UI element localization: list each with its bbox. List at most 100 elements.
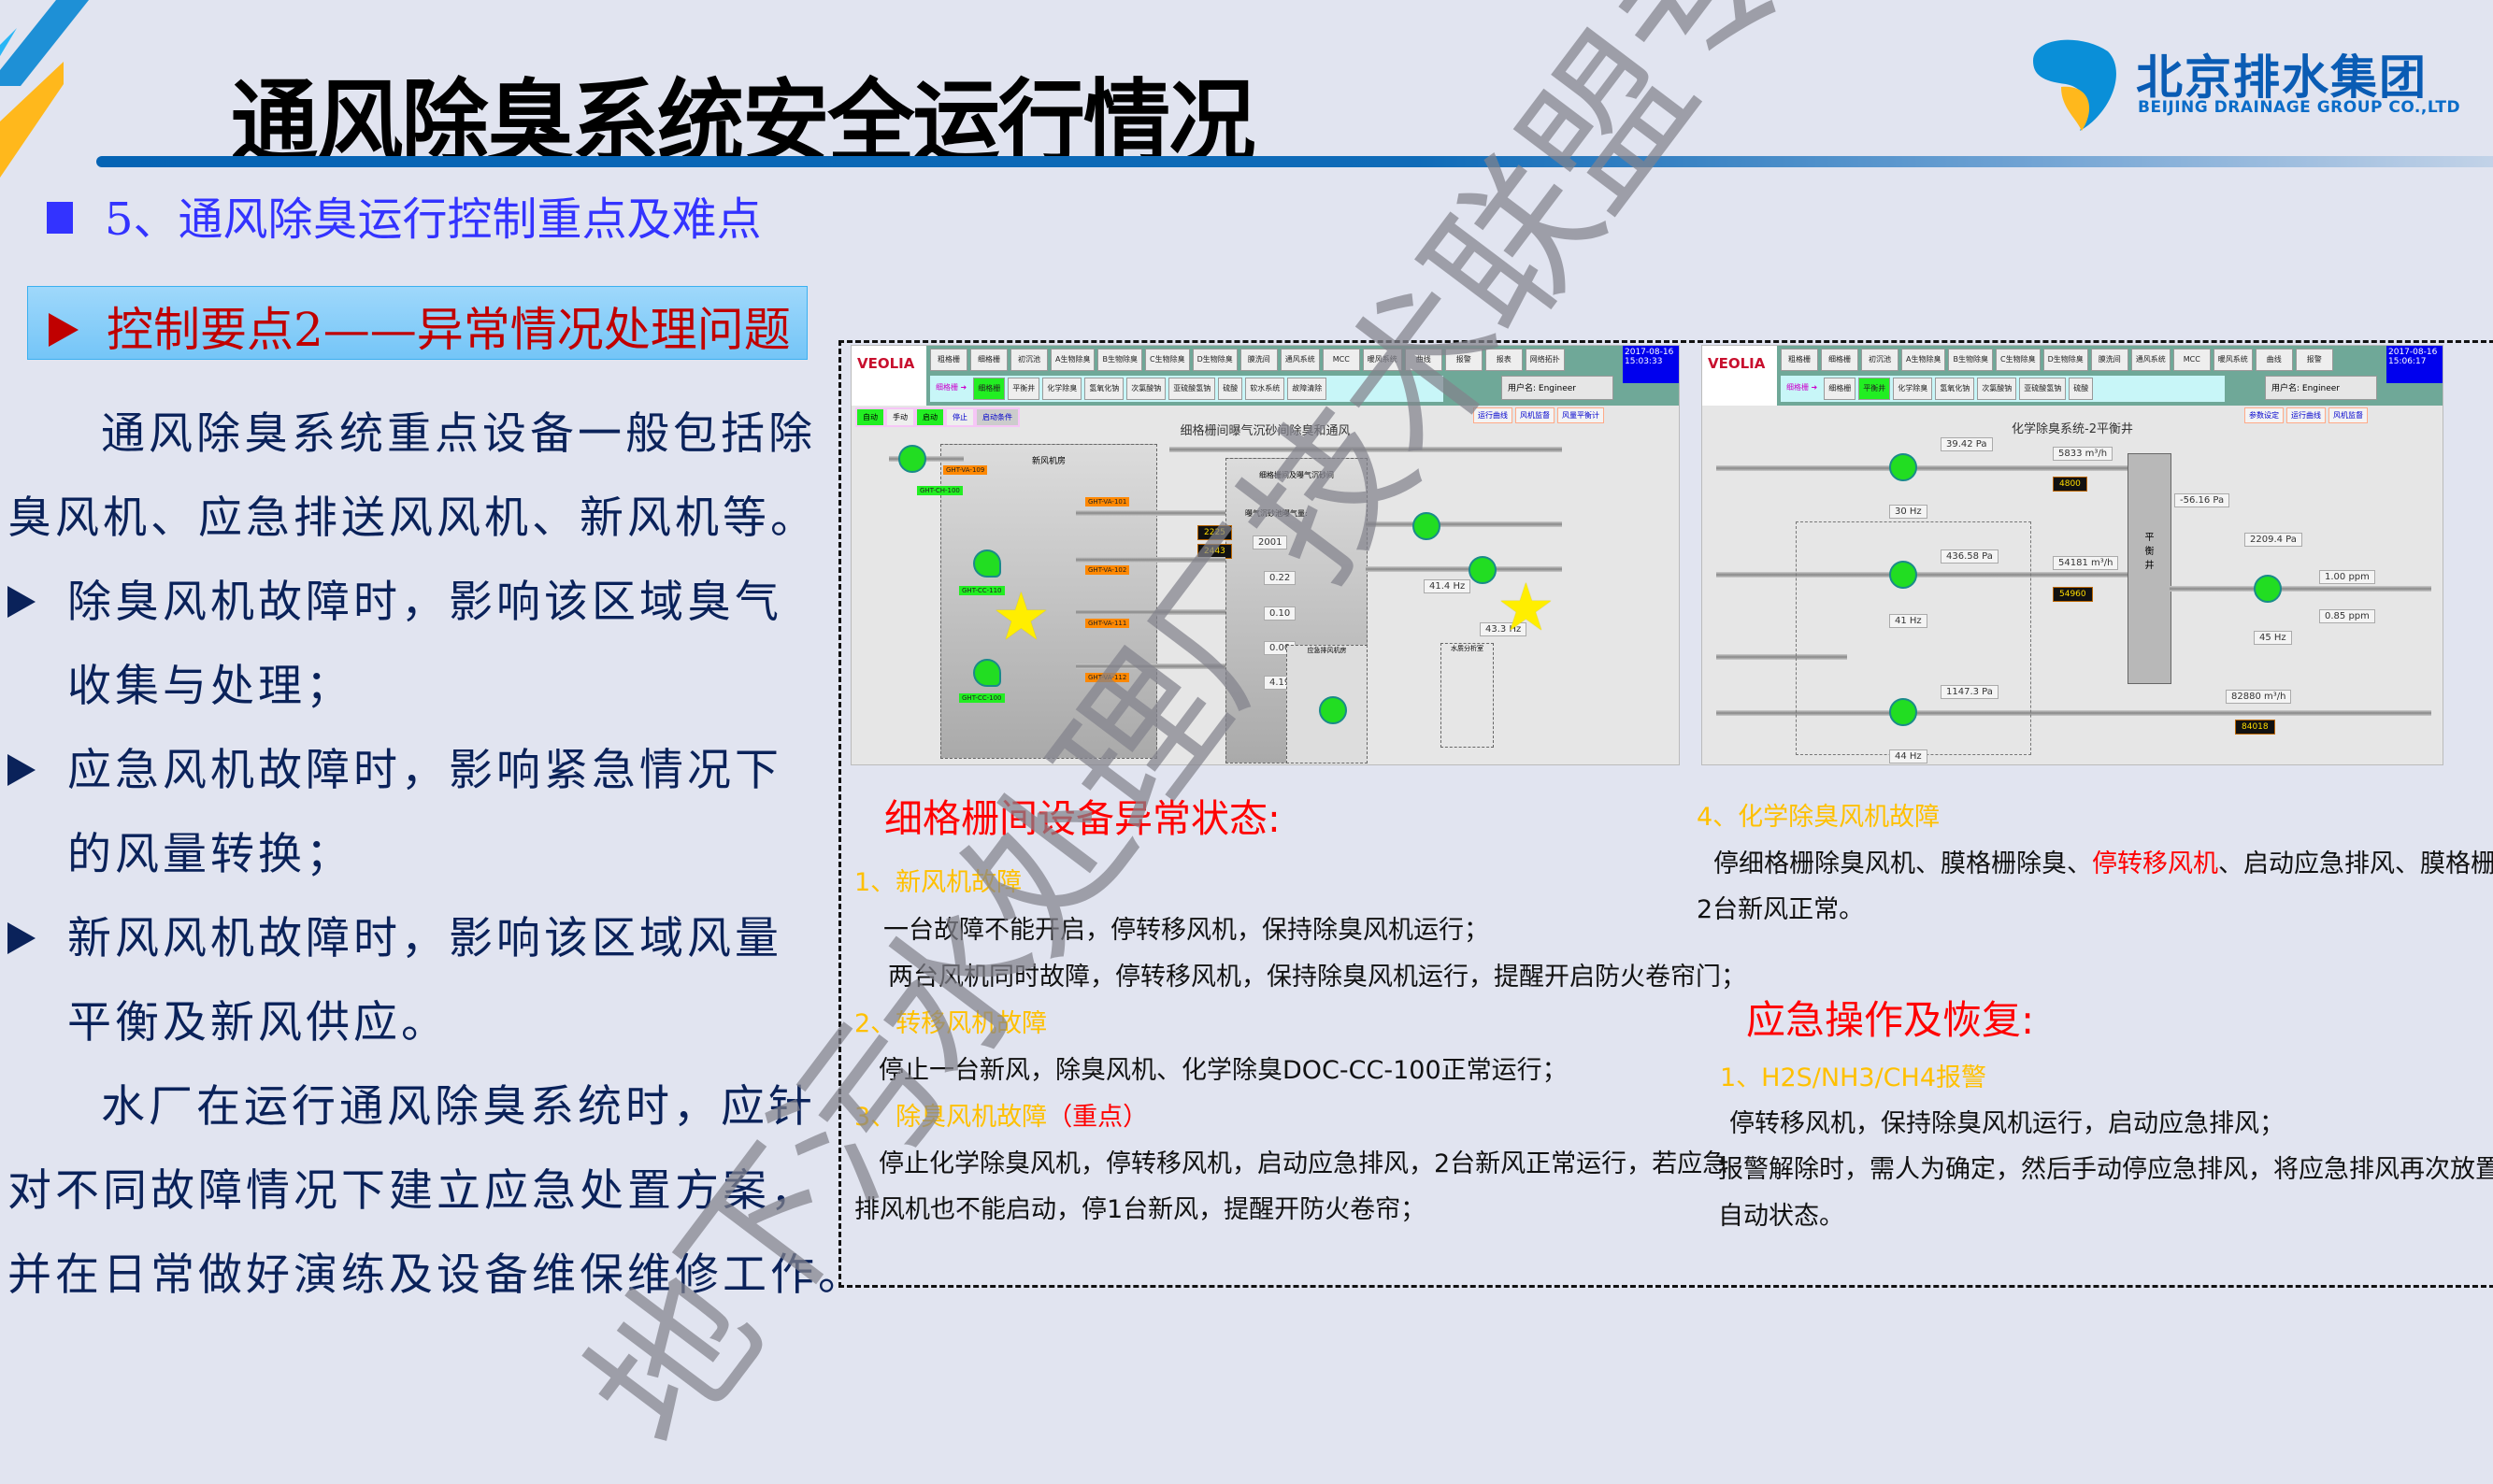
fan-icon[interactable] bbox=[2254, 575, 2282, 603]
arrow-bullet-icon bbox=[7, 586, 36, 618]
blower-icon[interactable] bbox=[973, 549, 1001, 578]
fan-icon[interactable] bbox=[1469, 556, 1497, 584]
scada-nav-item[interactable]: 粗格栅 bbox=[1781, 349, 1818, 371]
scada-nav-item[interactable]: 细格栅 bbox=[970, 349, 1008, 371]
scada-nav-item[interactable]: 通风系统 bbox=[1280, 349, 1320, 371]
scada-link[interactable]: 运行曲线 bbox=[1473, 407, 1512, 423]
scada-nav-item[interactable]: A生物除臭 bbox=[1901, 349, 1946, 371]
equipment-tag: GHT-VA-101 bbox=[1085, 497, 1130, 507]
flow-value: 82880 m³/h bbox=[2226, 690, 2292, 704]
fan-icon[interactable] bbox=[1319, 696, 1347, 724]
scada-nav-item[interactable]: B生物除臭 bbox=[1097, 349, 1142, 371]
scada-subnav-item[interactable]: 细格栅 bbox=[1824, 378, 1856, 400]
scada-nav-item[interactable]: 通风系统 bbox=[2130, 349, 2171, 371]
scada-nav-item[interactable]: C生物除臭 bbox=[1144, 349, 1190, 371]
nh3-value: 0.85 ppm bbox=[2319, 609, 2375, 623]
pressure-value: 1147.3 Pa bbox=[1941, 685, 1999, 699]
scada-link[interactable]: 参数设定 bbox=[2244, 407, 2284, 423]
blower-icon[interactable] bbox=[973, 659, 1001, 687]
scada-link[interactable]: 运行曲线 bbox=[2286, 407, 2326, 423]
mode-auto[interactable]: 自动 bbox=[857, 409, 883, 425]
scada-subnav-item[interactable]: 硫酸 bbox=[1218, 378, 1243, 400]
mode-stop[interactable]: 停止 bbox=[947, 409, 973, 425]
scada-subnav-item[interactable]: 化学除臭 bbox=[1893, 378, 1933, 400]
scada-nav-item[interactable]: 报警 bbox=[1444, 349, 1483, 371]
scada-subnav-item[interactable]: 亚硫酸氢钠 bbox=[2019, 378, 2067, 400]
scada-subnav-item[interactable]: 平衡井 bbox=[1008, 378, 1040, 400]
fan-icon[interactable] bbox=[1412, 512, 1440, 540]
scada-subnav-item[interactable]: 故障清除 bbox=[1287, 378, 1327, 400]
h2s-value: 1.00 ppm bbox=[2319, 570, 2375, 584]
scada-subnav-item[interactable]: 氢氧化钠 bbox=[1935, 378, 1975, 400]
scada-datetime: 2017-08-16 15:06:17 bbox=[2386, 346, 2443, 383]
fan-frequency: 44 Hz bbox=[1889, 749, 1927, 763]
star-marker-icon: ★ bbox=[992, 578, 1051, 655]
scada-nav-item[interactable]: A生物除臭 bbox=[1051, 349, 1096, 371]
arrow-bullet-icon bbox=[7, 754, 36, 786]
scada-nav-item[interactable]: 曲线 bbox=[1404, 349, 1442, 371]
pipe bbox=[1366, 521, 1562, 527]
scada-subnav-item[interactable]: 氢氧化钠 bbox=[1084, 378, 1125, 400]
scada-nav-item[interactable]: 初沉池 bbox=[1010, 349, 1048, 371]
scada-nav-item[interactable]: 曲线 bbox=[2255, 349, 2293, 371]
scada-link[interactable]: 风机监督 bbox=[2328, 407, 2368, 423]
item-line: 两台风机同时故障，停转移风机，保持除臭风机运行，提醒开启防火卷帘门； bbox=[888, 963, 1746, 992]
display-block: 2225 bbox=[1197, 525, 1232, 540]
pressure-value: 39.42 Pa bbox=[1941, 437, 1993, 451]
scada-nav-item[interactable]: 粗格栅 bbox=[930, 349, 967, 371]
mode-manual[interactable]: 手动 bbox=[887, 409, 913, 425]
scada-nav: 粗格栅 细格栅 初沉池 A生物除臭 B生物除臭 C生物除臭 D生物除臭 膜洗间 … bbox=[1781, 349, 2333, 371]
mode-start[interactable]: 启动 bbox=[917, 409, 943, 425]
item-line: 停止化学除臭风机，停转移风机，启动应急排风，2台新风正常运行，若应急 bbox=[879, 1149, 1728, 1178]
scada-subnav-item[interactable]: 化学除臭 bbox=[1042, 378, 1082, 400]
scada-nav-item[interactable]: D生物除臭 bbox=[2042, 349, 2088, 371]
scada-links: 参数设定 运行曲线 风机监督 bbox=[2244, 407, 2368, 423]
pipe bbox=[2170, 586, 2431, 592]
scada-nav-item[interactable]: B生物除臭 bbox=[1948, 349, 1993, 371]
logo-mark-icon bbox=[2033, 39, 2116, 131]
item-line: 一台故障不能开启，停转移风机，保持除臭风机运行； bbox=[883, 916, 1489, 945]
scada-nav-item[interactable]: 细格栅 bbox=[1821, 349, 1858, 371]
scada-links: 运行曲线 风机监督 风量平衡计 bbox=[1473, 407, 1604, 423]
item-title: 1、新风机故障 bbox=[854, 868, 1023, 897]
bullet-text: 新风风机故障时，影响该区域风量 bbox=[67, 913, 782, 964]
scada-nav-item[interactable]: 暖风系统 bbox=[1362, 349, 1402, 371]
scada-nav-item[interactable]: MCC bbox=[2172, 349, 2211, 371]
scada-link[interactable]: 风机监督 bbox=[1515, 407, 1555, 423]
scada-subnav-item[interactable]: 硫酸 bbox=[2069, 378, 2094, 400]
mode-buttons: 自动 手动 启动 停止 启动条件 bbox=[855, 407, 1020, 427]
aeration-value: 2001 bbox=[1253, 535, 1288, 549]
arrow-bullet-icon bbox=[7, 922, 36, 954]
scada-nav-item[interactable]: 初沉池 bbox=[1861, 349, 1898, 371]
bullet-text-cont: 收集与处理； bbox=[67, 661, 353, 712]
scada-nav-item[interactable]: 暖风系统 bbox=[2213, 349, 2253, 371]
scada-nav-item[interactable]: 报警 bbox=[2295, 349, 2333, 371]
scada-subnav-item[interactable]: 平衡井 bbox=[1858, 378, 1891, 400]
scada-nav-item[interactable]: D生物除臭 bbox=[1192, 349, 1238, 371]
scada-subnav-item[interactable]: 次氯酸钠 bbox=[1977, 378, 2017, 400]
logo-text-cn: 北京排水集团 bbox=[2136, 50, 2428, 105]
emergency-heading: 应急操作及恢复: bbox=[1746, 997, 2035, 1043]
fan-icon[interactable] bbox=[1889, 453, 1917, 481]
scada-nav-item[interactable]: MCC bbox=[1322, 349, 1360, 371]
scada-nav-item[interactable]: C生物除臭 bbox=[1995, 349, 2041, 371]
fan-icon[interactable] bbox=[898, 445, 926, 473]
fan-icon[interactable] bbox=[1889, 561, 1917, 589]
scada-nav-item[interactable]: 报表 bbox=[1484, 349, 1523, 371]
scada-nav: 粗格栅 细格栅 初沉池 A生物除臭 B生物除臭 C生物除臭 D生物除臭 膜洗间 … bbox=[930, 349, 1565, 371]
scada-screenshot-grille-room: VEOLIA 粗格栅 细格栅 初沉池 A生物除臭 B生物除臭 C生物除臭 D生物… bbox=[851, 345, 1680, 765]
scada-nav-item[interactable]: 膜洗间 bbox=[1239, 349, 1278, 371]
scada-link[interactable]: 风量平衡计 bbox=[1557, 407, 1604, 423]
scada-subnav-item[interactable]: 软水系统 bbox=[1245, 378, 1285, 400]
fan-icon[interactable] bbox=[1889, 698, 1917, 726]
fan-frequency: 43.3 Hz bbox=[1480, 622, 1527, 636]
flow-value: 54181 m³/h bbox=[2053, 556, 2119, 570]
scada-subnav-item[interactable]: 亚硫酸氢钠 bbox=[1168, 378, 1216, 400]
subnav-label: 细格栅 ➜ bbox=[1786, 383, 1818, 392]
scada-subnav-item[interactable]: 次氯酸钠 bbox=[1126, 378, 1167, 400]
scada-subnav-item[interactable]: 细格栅 bbox=[973, 378, 1006, 400]
fan-frequency: 41 Hz bbox=[1889, 614, 1927, 628]
scada-nav-item[interactable]: 网络拓扑 bbox=[1525, 349, 1565, 371]
equipment-tag: GHT-CC-100 bbox=[959, 693, 1005, 703]
scada-nav-item[interactable]: 膜洗间 bbox=[2090, 349, 2128, 371]
